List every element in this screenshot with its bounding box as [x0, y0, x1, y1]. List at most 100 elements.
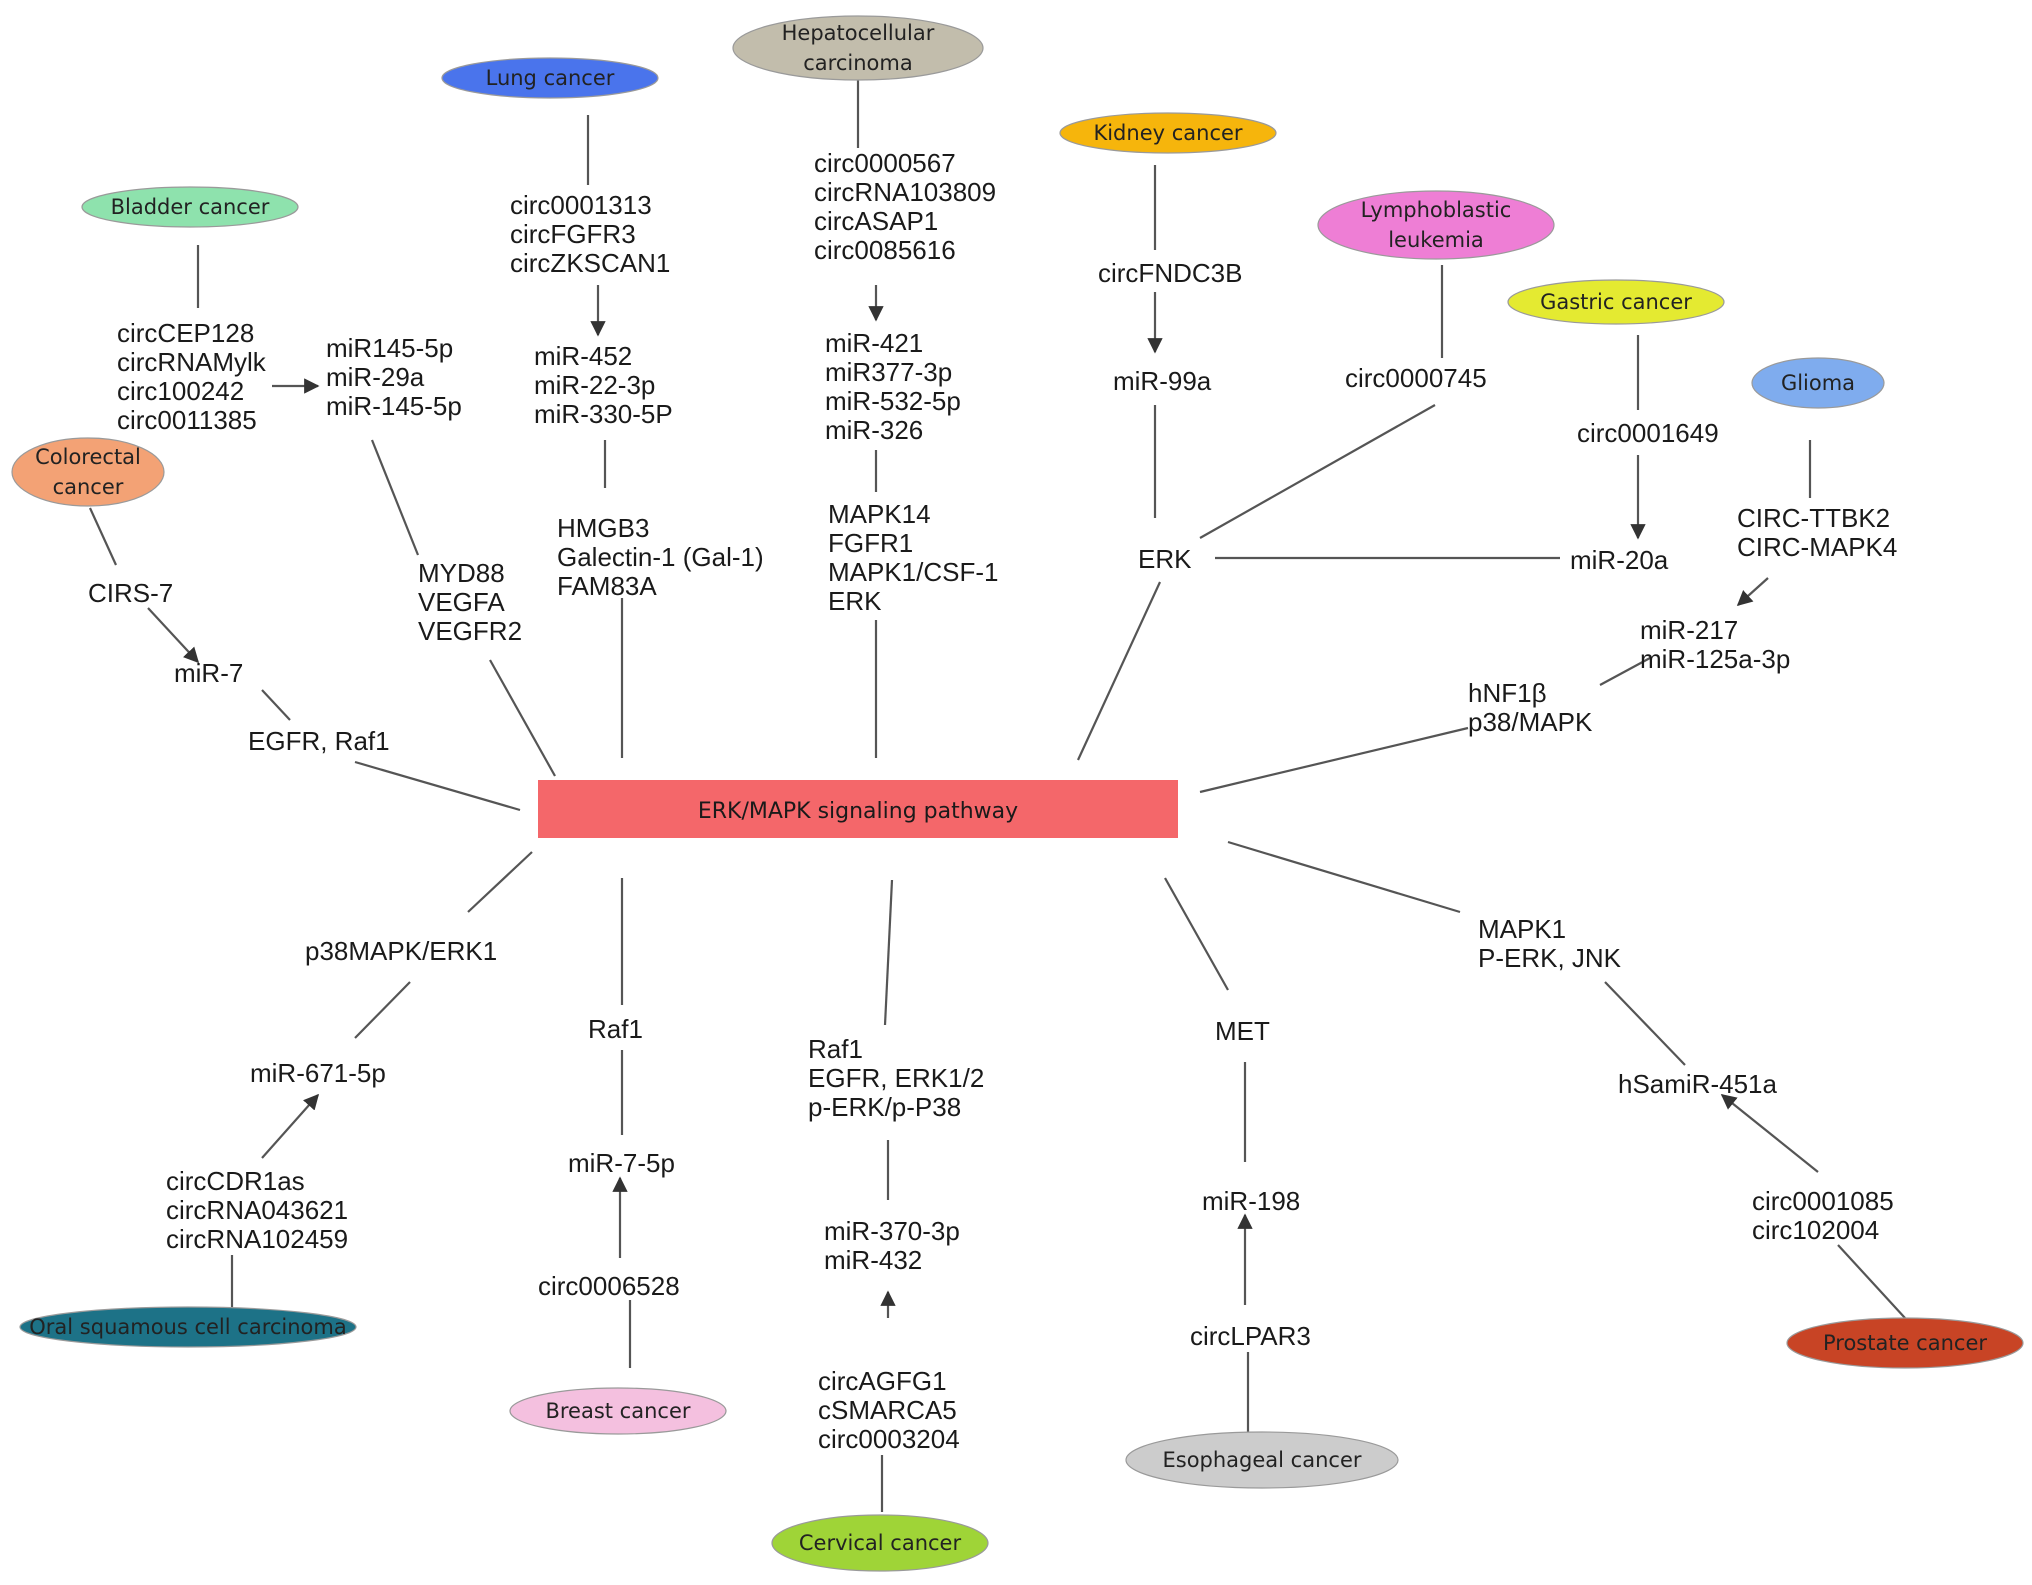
cancer-prostate: Prostate cancer — [1786, 1317, 2024, 1369]
node-prostate-target-line: P-ERK, JNK — [1478, 943, 1622, 973]
node-cervical-target-line: EGFR, ERK1/2 — [808, 1063, 984, 1093]
node-hcc-circ-line: circ0000567 — [814, 148, 956, 178]
edge-erk-center — [1077, 581, 1161, 761]
node-esophageal-mir: miR-198 — [1202, 1186, 1300, 1216]
node-lung-target-line: HMGB3 — [557, 513, 649, 543]
node-glioma-mir-line: miR-125a-3p — [1640, 644, 1790, 674]
node-hcc-target-line: ERK — [828, 586, 882, 616]
node-bladder-circ-line: circRNAMylk — [117, 347, 267, 377]
node-esophageal-circ: circLPAR3 — [1190, 1321, 1311, 1351]
node-kidney-mir: miR-99a — [1113, 366, 1212, 396]
node-gastric-mir: miR-20a — [1570, 545, 1669, 575]
cancer-cervical: Cervical cancer — [771, 1514, 989, 1572]
cancer-lymph-label: leukemia — [1388, 228, 1484, 252]
cancer-hcc-label: carcinoma — [803, 51, 912, 75]
edge-colorectal-mir-target — [261, 689, 291, 721]
edge-glioma-mir-target — [1599, 657, 1651, 686]
cancer-lung-label: Lung cancer — [486, 66, 615, 90]
edge-lymph-erk — [1199, 404, 1436, 539]
node-bladder-circ-line: circCEP128 — [117, 318, 254, 348]
cancer-colorectal-ellipse — [11, 437, 165, 507]
node-gastric-mir-line: miR-20a — [1570, 545, 1669, 575]
node-lung-target-line: Galectin-1 (Gal-1) — [557, 542, 764, 572]
node-bladder-circ-line: circ0011385 — [117, 405, 257, 435]
node-lung-mir-line: miR-452 — [534, 341, 632, 371]
node-cervical-circ-line: circ0003204 — [818, 1424, 960, 1454]
node-cervical-target-line: Raf1 — [808, 1034, 863, 1064]
cancer-glioma-ellipse — [1751, 357, 1885, 409]
node-kidney-mir-line: miR-99a — [1113, 366, 1212, 396]
node-breast-target-line: Raf1 — [588, 1014, 643, 1044]
node-hcc-circ: circ0000567circRNA103809circASAP1circ008… — [814, 148, 996, 265]
node-cervical-circ-line: cSMARCA5 — [818, 1395, 957, 1425]
node-erk-line: ERK — [1138, 544, 1192, 574]
node-bladder-mir-line: miR-145-5p — [326, 391, 462, 421]
cancer-kidney: Kidney cancer — [1059, 112, 1277, 154]
cancer-breast: Breast cancer — [509, 1387, 727, 1435]
edge-center-esophageal-target — [1164, 877, 1229, 991]
node-colorectal-mir-line: miR-7 — [174, 658, 243, 688]
center-node: ERK/MAPK signaling pathway — [538, 780, 1178, 838]
node-esophageal-target: MET — [1215, 1016, 1270, 1046]
cancer-esophageal-ellipse — [1125, 1431, 1399, 1489]
text-nodes: circ0001313circFGFR3circZKSCAN1miR-452mi… — [88, 148, 1897, 1454]
cancer-nodes: Lung cancerHepatocellularcarcinomaKidney… — [11, 15, 2024, 1572]
node-lung-circ-line: circ0001313 — [510, 190, 652, 220]
node-colorectal-target: EGFR, Raf1 — [248, 726, 390, 756]
cancer-kidney-label: Kidney cancer — [1093, 121, 1242, 145]
node-erk: ERK — [1138, 544, 1192, 574]
cancer-oral-ellipse — [19, 1306, 357, 1348]
edge-center-cervical-target — [883, 879, 894, 1026]
node-bladder-mir-line: miR-29a — [326, 362, 425, 392]
cancer-prostate-ellipse — [1786, 1317, 2024, 1369]
node-cervical-circ-line: circAGFG1 — [818, 1366, 947, 1396]
node-bladder-circ: circCEP128circRNAMylkcirc100242circ00113… — [117, 318, 267, 435]
cancer-bladder-label: Bladder cancer — [111, 195, 270, 219]
cancer-lymph-ellipse — [1317, 190, 1555, 260]
node-oral-target-line: p38MAPK/ERK1 — [305, 936, 497, 966]
node-colorectal-circ: CIRS-7 — [88, 578, 173, 608]
cancer-hcc-ellipse — [732, 15, 984, 81]
node-kidney-circ: circFNDC3B — [1098, 258, 1242, 288]
node-colorectal-circ-line: CIRS-7 — [88, 578, 173, 608]
cancer-gastric-label: Gastric cancer — [1540, 290, 1692, 314]
node-breast-mir-line: miR-7-5p — [568, 1148, 675, 1178]
node-lymph-circ-line: circ0000745 — [1345, 363, 1487, 393]
cancer-breast-ellipse — [509, 1387, 727, 1435]
node-bladder-target-line: VEGFR2 — [418, 616, 522, 646]
node-breast-mir: miR-7-5p — [568, 1148, 675, 1178]
node-hcc-target-line: MAPK1/CSF-1 — [828, 557, 999, 587]
node-oral-circ-line: circCDR1as — [166, 1166, 305, 1196]
center-box — [538, 780, 1178, 838]
node-lung-target-line: FAM83A — [557, 571, 657, 601]
cancer-gastric: Gastric cancer — [1507, 279, 1725, 325]
cancer-cervical-ellipse — [771, 1514, 989, 1572]
node-cervical-target-line: p-ERK/p-P38 — [808, 1092, 961, 1122]
node-hcc-circ-line: circASAP1 — [814, 206, 938, 236]
arrow-prostate-circ-mir — [1720, 1094, 1819, 1173]
cancer-kidney-ellipse — [1059, 112, 1277, 154]
node-hcc-mir-line: miR377-3p — [825, 357, 952, 387]
node-cervical-mir-line: miR-432 — [824, 1245, 922, 1275]
edge-center-oral-target — [467, 851, 533, 913]
node-bladder-target-line: VEGFA — [418, 587, 505, 617]
node-breast-target: Raf1 — [588, 1014, 643, 1044]
edge-bladder-target-center — [489, 659, 556, 777]
node-bladder-mir-line: miR145-5p — [326, 333, 453, 363]
node-cervical-mir-line: miR-370-3p — [824, 1216, 960, 1246]
node-esophageal-mir-line: miR-198 — [1202, 1186, 1300, 1216]
arrow-glioma-circ-mir — [1736, 577, 1769, 607]
cancer-breast-label: Breast cancer — [545, 1399, 690, 1423]
node-hcc-target-line: MAPK14 — [828, 499, 931, 529]
node-lung-circ-line: circZKSCAN1 — [510, 248, 670, 278]
edge-prostate-circ — [1837, 1244, 1906, 1319]
